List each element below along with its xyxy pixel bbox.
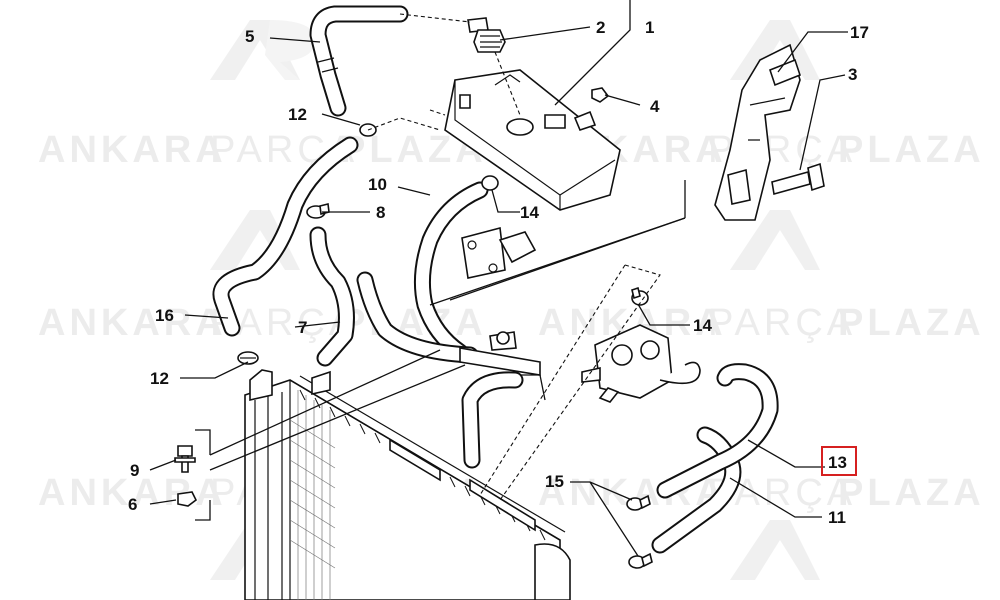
radiator-bracket: [469, 478, 536, 532]
watermark-word3: PLAZA: [838, 129, 985, 171]
callout-11: 11: [828, 508, 846, 527]
callout-8: 8: [376, 203, 385, 222]
radiator-filler: [249, 369, 273, 402]
hose-5: [309, 5, 409, 117]
expansion-tank: [444, 69, 621, 211]
callout-14-upper: 14: [520, 203, 539, 222]
tank-cap: [467, 17, 506, 53]
bracket-17: [714, 43, 801, 221]
callout-16: 16: [155, 306, 174, 325]
radiator-cap-neck: [311, 370, 331, 395]
watermark-word1: ANKARA: [38, 302, 227, 344]
hose-7: [309, 226, 355, 367]
callout-4: 4: [650, 97, 660, 116]
callout-14-lower: 14: [693, 316, 712, 335]
watermark-word2: PARÇA: [708, 302, 856, 344]
nut-6: [177, 491, 198, 507]
radiator-tank-right: [534, 543, 571, 600]
radiator-bracket: [389, 438, 441, 482]
callout-15: 15: [545, 472, 564, 491]
clamp-14-lower: [631, 286, 649, 306]
callout-3: 3: [848, 65, 857, 84]
watermark-word1: ANKARA: [38, 129, 227, 171]
clamp-15-lower: [628, 552, 653, 569]
hose-13: [656, 363, 779, 499]
callout-labels: 1 2 3 4 5 6 7 8 9 10 11 12 12 13 14 14 1…: [128, 18, 869, 527]
callout-6: 6: [128, 495, 137, 514]
bolt-9: [174, 445, 196, 473]
clamp-12-lower: [237, 351, 259, 365]
thermostat-housing: [581, 324, 701, 403]
hose-10: [413, 181, 489, 361]
clamp-8: [306, 203, 330, 219]
tank-filler-neck: [506, 118, 534, 136]
watermark-word3: PLAZA: [838, 472, 985, 514]
callout-12-upper: 12: [288, 105, 307, 124]
watermark-word3: PLAZA: [838, 302, 985, 344]
clamp-15-upper: [626, 494, 651, 511]
dashed-leaders: [367, 13, 661, 501]
callout-7: 7: [298, 318, 307, 337]
callout-2: 2: [596, 18, 605, 37]
callout-9: 9: [130, 461, 139, 480]
hose-lower-mid: [356, 271, 524, 469]
callout-5: 5: [245, 27, 254, 46]
hose-16: [212, 136, 359, 337]
pipe-connector: [459, 331, 541, 376]
callout-12-lower: 12: [150, 369, 169, 388]
outlet-flange: [461, 226, 537, 279]
radiator: [244, 369, 571, 600]
watermark-layer: ANKARA PARÇA PLAZA ANKARA PARÇA PLAZA AN…: [38, 20, 985, 580]
callout-10: 10: [368, 175, 387, 194]
bolt-3: [771, 162, 825, 196]
callout-17: 17: [850, 23, 869, 42]
nut-4: [591, 87, 610, 103]
callout-1: 1: [645, 18, 654, 37]
callout-13: 13: [828, 453, 847, 472]
clamp-14-upper: [481, 175, 499, 191]
radiator-core-grid: [289, 390, 336, 600]
leader-lines: [149, 0, 848, 557]
callout-13-highlight-box: [821, 446, 857, 476]
